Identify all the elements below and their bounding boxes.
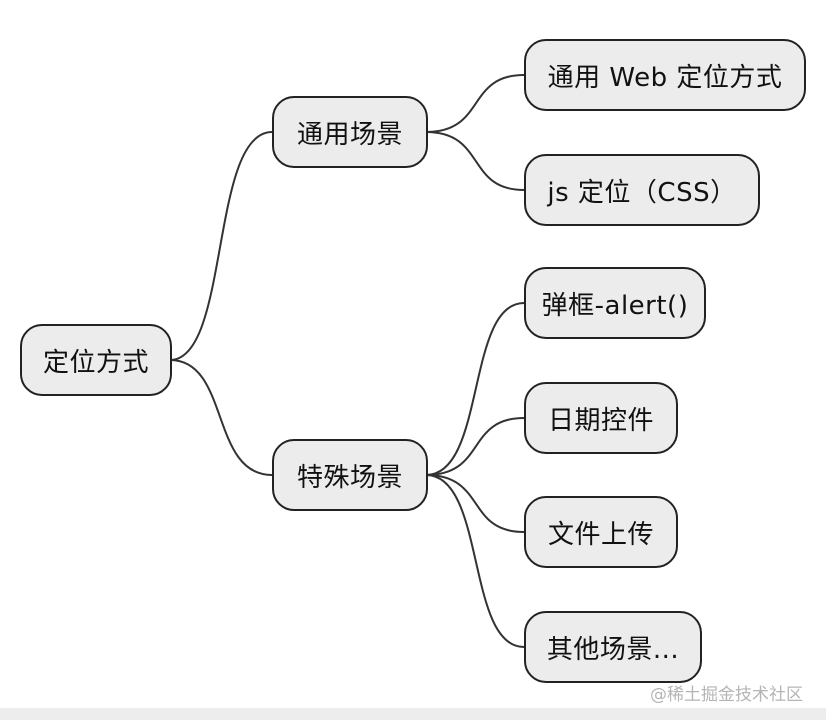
leaf-node-web-locator: 通用 Web 定位方式 [524,39,806,111]
branch-node-general-label: 通用场景 [296,119,403,150]
bottom-strip [0,708,826,720]
leaf-node-js-locator-label: js 定位（CSS） [547,177,737,208]
watermark: @稀土掘金技术社区 [650,685,803,705]
branch-node-special: 特殊场景 [272,439,428,511]
branch-node-general: 通用场景 [272,96,428,168]
branch-node-special-label: 特殊场景 [296,462,403,493]
leaf-node-web-locator-label: 通用 Web 定位方式 [547,62,783,93]
leaf-node-date-picker: 日期控件 [524,382,678,454]
edge-general-to-js [425,131,525,191]
leaf-node-other-scenes-label: 其他场景... [546,634,680,665]
leaf-node-alert-label: 弹框-alert() [541,290,689,321]
edge-root-to-special [169,359,273,476]
leaf-node-date-picker-label: 日期控件 [547,405,654,436]
leaf-node-js-locator: js 定位（CSS） [524,154,760,226]
edge-special-to-upload [425,474,525,533]
leaf-node-alert: 弹框-alert() [524,267,706,339]
root-node: 定位方式 [20,324,172,396]
leaf-node-file-upload-label: 文件上传 [547,519,654,550]
edge-special-to-other [425,474,525,648]
leaf-node-other-scenes: 其他场景... [524,611,702,683]
root-node-label: 定位方式 [42,347,149,378]
edge-special-to-alert [425,302,525,476]
edge-special-to-date [425,417,525,476]
edge-general-to-web [425,74,525,133]
leaf-node-file-upload: 文件上传 [524,496,678,568]
edge-root-to-general [169,131,273,361]
